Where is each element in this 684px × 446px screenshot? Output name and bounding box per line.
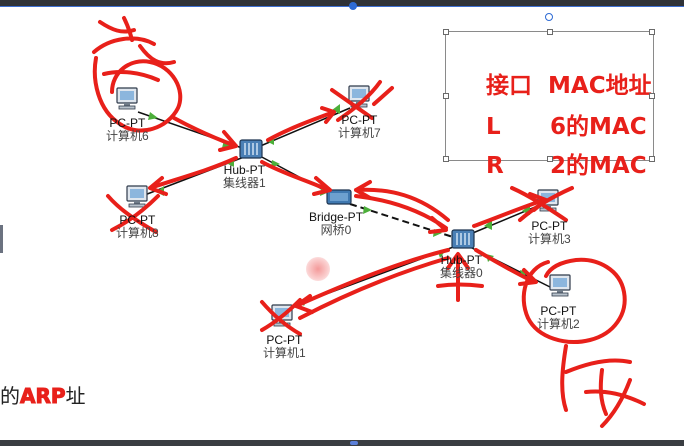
- pc8-name: 计算机8: [116, 226, 159, 240]
- scribble-pc6: [92, 16, 183, 133]
- hub1-label: Hub-PT 集线器1: [223, 164, 266, 190]
- pc8-x-mark: [106, 194, 160, 234]
- bridge0-icon[interactable]: [326, 189, 352, 205]
- pc1-label: PC-PT 计算机1: [263, 334, 306, 360]
- pc2-icon: [549, 274, 571, 297]
- window-top-bar: [0, 0, 684, 6]
- resize-handle-tl[interactable]: [443, 29, 449, 35]
- pc7-x-mark: [330, 80, 394, 122]
- pc3-name: 计算机3: [528, 232, 571, 246]
- link-indicator: [332, 104, 340, 114]
- resize-handle-l[interactable]: [443, 93, 449, 99]
- caption-text: 的ARP址: [0, 380, 86, 409]
- pc8-type: PC-PT: [119, 213, 156, 227]
- hub0-name: 集线器0: [440, 266, 483, 280]
- header-mac: MAC地址: [548, 73, 652, 99]
- pc7-type: PC-PT: [341, 113, 378, 127]
- bottom-scrollbar[interactable]: [0, 440, 684, 446]
- row-r-port: R: [486, 153, 504, 179]
- hub1-arrow-to-pc8: [148, 156, 238, 196]
- mac-table-row-l: L 6的MAC: [454, 81, 647, 167]
- caption-arp: ARP: [20, 384, 67, 409]
- resize-handle-tr[interactable]: [649, 29, 655, 35]
- resize-handle-b[interactable]: [547, 156, 553, 162]
- pc6-name: 计算机6: [106, 129, 149, 143]
- bridge0-label: Bridge-PT 网桥0: [309, 211, 363, 237]
- pc2-type: PC-PT: [540, 304, 577, 318]
- pc6-type: PC-PT: [109, 116, 146, 130]
- pc2-label: PC-PT 计算机2: [537, 305, 580, 331]
- caption-suffix: 址: [65, 384, 86, 408]
- hub0-type: Hub-PT: [440, 253, 483, 267]
- hub0-arrow-from-pc1: [298, 256, 450, 320]
- hub0-arrow-up: [446, 252, 470, 302]
- resize-handle-t[interactable]: [547, 29, 553, 35]
- hub1-arrow-to-pc7: [266, 106, 336, 142]
- pc2-name: 计算机2: [537, 317, 580, 331]
- pc2-bottom-scribble: [560, 344, 646, 428]
- bridge0-type: Bridge-PT: [309, 210, 364, 224]
- window-top-accent: [0, 6, 684, 7]
- bridge-arrow-back: [354, 180, 450, 222]
- row-l-mac: 6的MAC: [550, 114, 647, 140]
- header-port: 接口: [486, 73, 533, 99]
- pc6-label: PC-PT 计算机6: [106, 117, 149, 143]
- hub1-arrow-to-bridge: [260, 160, 332, 196]
- hub1-arrow-from-pc6: [172, 116, 238, 152]
- bridge0-name: 网桥0: [320, 223, 352, 237]
- link-indicator: [484, 220, 492, 230]
- caption-prefix: 的: [0, 384, 20, 408]
- resize-handle-r[interactable]: [649, 93, 655, 99]
- red-annotations: [92, 16, 646, 428]
- hub0-icon: [451, 229, 475, 249]
- hub0-label-underline: [436, 282, 484, 288]
- scrollbar-thumb[interactable]: [350, 441, 358, 445]
- resize-handle-br[interactable]: [649, 156, 655, 162]
- mac-table-header: 接口 MAC地址: [454, 40, 652, 126]
- hub1-name: 集线器1: [223, 176, 266, 190]
- pc8-label: PC-PT 计算机8: [116, 214, 159, 240]
- pc2-circle: [521, 257, 627, 344]
- link-indicator: [148, 112, 158, 120]
- pc1-type: PC-PT: [266, 333, 303, 347]
- scribble-pc6-inner: [102, 44, 176, 82]
- pc3-x-mark: [510, 186, 574, 222]
- hub0-label: Hub-PT 集线器0: [440, 254, 483, 280]
- left-edge-marker: [0, 225, 3, 253]
- row-r-mac: 2的MAC: [550, 153, 647, 179]
- pc3-type: PC-PT: [531, 219, 568, 233]
- link-indicator: [363, 206, 372, 214]
- pc8-icon: [126, 185, 148, 208]
- hub-icons[interactable]: [239, 139, 475, 249]
- pc7-name: 计算机7: [338, 126, 381, 140]
- pc1-name: 计算机1: [263, 346, 306, 360]
- resize-handle-bl[interactable]: [443, 156, 449, 162]
- laser-pointer: [306, 257, 330, 281]
- pc6-icon: [116, 87, 138, 110]
- bridge-arrow-out: [354, 194, 448, 234]
- rotation-handle[interactable]: [545, 13, 553, 21]
- pc-icons[interactable]: [116, 85, 571, 327]
- pc1-x-mark: [260, 298, 302, 336]
- pc7-label: PC-PT 计算机7: [338, 114, 381, 140]
- mac-table-textbox[interactable]: 接口 MAC地址 L 6的MAC R 2的MAC: [443, 29, 655, 179]
- hub1-icon: [239, 139, 263, 159]
- hub1-type: Hub-PT: [223, 163, 266, 177]
- pc3-label: PC-PT 计算机3: [528, 220, 571, 246]
- row-l-port: L: [486, 114, 501, 140]
- mac-table-row-r: R 2的MAC: [454, 120, 647, 206]
- selection-handle-top[interactable]: [349, 2, 357, 10]
